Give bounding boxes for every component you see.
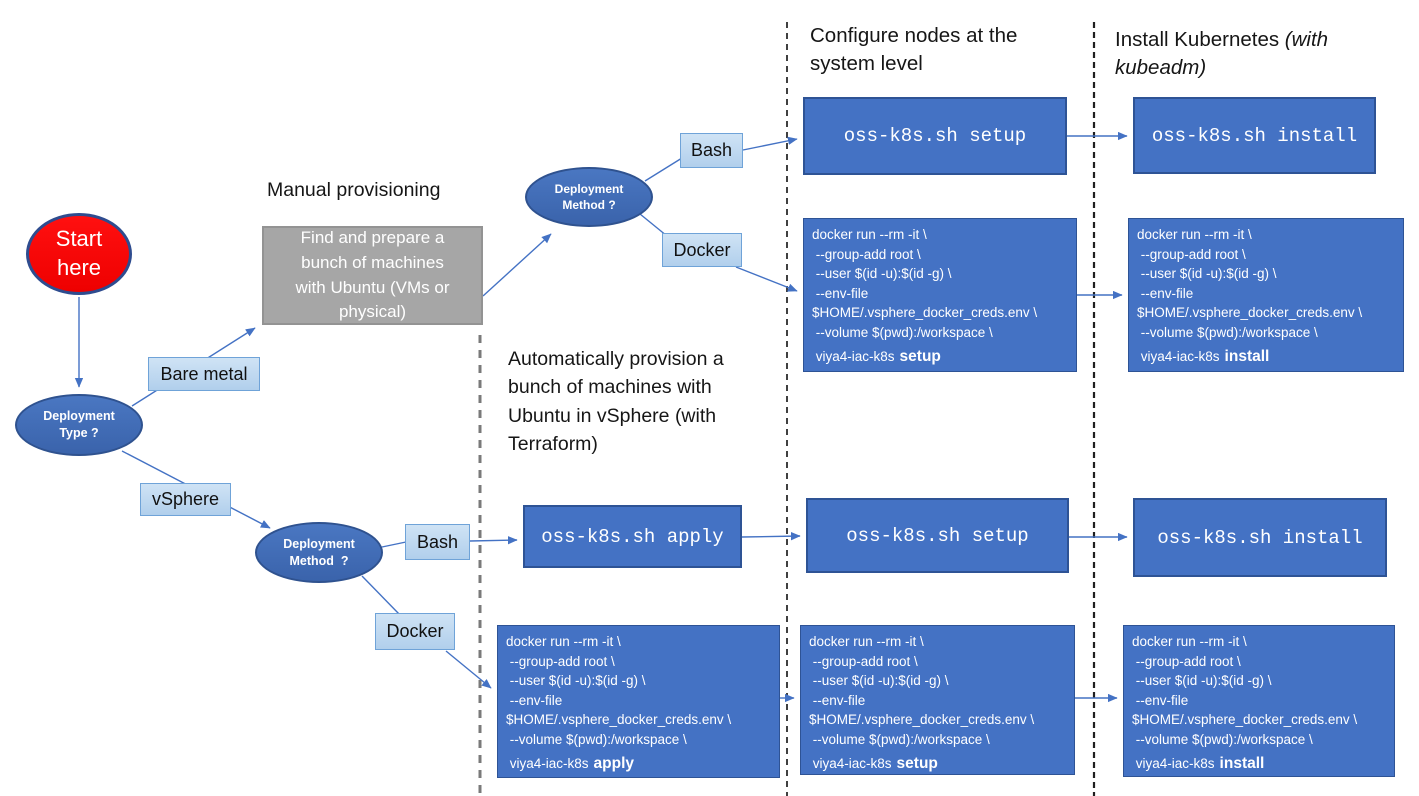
docker-cmd-line: $HOME/.vsphere_docker_creds.env \ bbox=[506, 712, 732, 728]
start-node-line1: Start bbox=[55, 226, 103, 252]
docker-verb: apply bbox=[593, 755, 635, 773]
label-docker-top: Docker bbox=[662, 233, 742, 267]
connector-docker-to-dockerbox-top bbox=[735, 266, 798, 292]
connector-bash-to-apply bbox=[469, 535, 518, 545]
header-install-kubernetes-italic: (with kubeadm) bbox=[1115, 28, 1329, 79]
docker-verb: install bbox=[1219, 755, 1265, 773]
docker-image-name: viya4-iac-k8s bbox=[812, 756, 892, 772]
cmd-setup-top-box: oss-k8s.sh setup bbox=[803, 97, 1067, 175]
docker-cmd-box-install-bottom: docker run --rm -it \ --group-add root \… bbox=[1123, 625, 1395, 777]
deployment-method-top-line1: Deployment bbox=[554, 181, 624, 196]
deployment-type-line2: Type ? bbox=[59, 426, 99, 440]
cmd-setup-bottom-box: oss-k8s.sh setup bbox=[806, 498, 1069, 573]
docker-cmd-line: --volume $(pwd):/workspace \ bbox=[1137, 324, 1318, 340]
cmd-install-bottom-box: oss-k8s.sh install bbox=[1133, 498, 1387, 577]
docker-cmd-box-setup-bottom: docker run --rm -it \ --group-add root \… bbox=[800, 625, 1075, 775]
docker-cmd-line: docker run --rm -it \ bbox=[1132, 634, 1247, 649]
docker-cmd-line: --env-file bbox=[809, 692, 866, 708]
docker-cmd-line: $HOME/.vsphere_docker_creds.env \ bbox=[1132, 712, 1358, 728]
docker-cmd-line: $HOME/.vsphere_docker_creds.env \ bbox=[1137, 305, 1363, 321]
header-configure-nodes: Configure nodes at the system level bbox=[810, 22, 1068, 77]
connector-method-top-to-bash bbox=[644, 157, 683, 182]
connector-apply-to-setup-bottom bbox=[741, 531, 801, 541]
docker-cmd-line: docker run --rm -it \ bbox=[506, 634, 621, 649]
docker-cmd-line: --volume $(pwd):/workspace \ bbox=[812, 324, 993, 340]
docker-cmd-line: docker run --rm -it \ bbox=[812, 227, 927, 242]
label-docker-bottom: Docker bbox=[375, 613, 455, 650]
deployment-method-bottom-line1: Deployment bbox=[283, 536, 355, 551]
deployment-method-top-line2: Method ? bbox=[562, 198, 616, 212]
docker-image-name: viya4-iac-k8s bbox=[509, 756, 589, 772]
docker-cmd-line: --group-add root \ bbox=[1137, 246, 1246, 262]
cmd-apply-box: oss-k8s.sh apply bbox=[523, 505, 742, 568]
docker-cmd-line: --user $(id -u):$(id -g) \ bbox=[1132, 673, 1272, 689]
label-bash-bottom: Bash bbox=[405, 524, 470, 560]
docker-cmd-line: --user $(id -u):$(id -g) \ bbox=[809, 673, 949, 689]
header-install-kubernetes-text: Install Kubernetes bbox=[1115, 28, 1285, 51]
docker-verb: setup bbox=[896, 755, 938, 773]
docker-cmd-line: --volume $(pwd):/workspace \ bbox=[809, 731, 990, 747]
connector-method-bottom-to-bash bbox=[381, 541, 407, 548]
deployment-type-line1: Deployment bbox=[43, 409, 115, 424]
docker-cmd-line: --user $(id -u):$(id -g) \ bbox=[1137, 266, 1277, 282]
find-and-prepare-box: Find and prepare a bunch of machines wit… bbox=[262, 226, 483, 325]
docker-image-name: viya4-iac-k8s bbox=[815, 349, 895, 365]
docker-image-name: viya4-iac-k8s bbox=[1135, 756, 1215, 772]
connector-graybox-to-method-top bbox=[482, 233, 552, 297]
docker-cmd-line: --group-add root \ bbox=[812, 246, 921, 262]
docker-cmd-line: --volume $(pwd):/workspace \ bbox=[506, 731, 687, 747]
start-node-line2: here bbox=[56, 255, 102, 280]
label-bare-metal: Bare metal bbox=[148, 357, 260, 391]
connector-method-bottom-to-docker bbox=[361, 575, 401, 616]
docker-cmd-line: --env-file bbox=[506, 692, 563, 708]
docker-verb: install bbox=[1224, 348, 1270, 366]
deployment-type-node: Deployment Type ? bbox=[15, 394, 143, 456]
docker-cmd-line: --env-file bbox=[812, 285, 869, 301]
docker-verb: setup bbox=[899, 348, 941, 366]
cmd-install-top-box: oss-k8s.sh install bbox=[1133, 97, 1376, 174]
docker-cmd-box-install-top: docker run --rm -it \ --group-add root \… bbox=[1128, 218, 1404, 372]
docker-cmd-line: --group-add root \ bbox=[809, 653, 918, 669]
docker-cmd-line: --volume $(pwd):/workspace \ bbox=[1132, 731, 1313, 747]
docker-cmd-line: docker run --rm -it \ bbox=[809, 634, 924, 649]
header-auto-provision: Automatically provision a bunch of machi… bbox=[508, 348, 724, 455]
docker-cmd-line: --group-add root \ bbox=[506, 653, 615, 669]
start-node: Start here bbox=[26, 213, 132, 295]
docker-cmd-line: --user $(id -u):$(id -g) \ bbox=[812, 266, 952, 282]
connector-method-top-to-docker bbox=[639, 213, 668, 237]
deployment-method-bottom-line2: Method ? bbox=[289, 553, 349, 568]
docker-cmd-box-setup-top: docker run --rm -it \ --group-add root \… bbox=[803, 218, 1077, 372]
deployment-method-bottom-node: Deployment Method ? bbox=[255, 522, 383, 583]
header-install-kubernetes: Install Kubernetes (with kubeadm) bbox=[1115, 26, 1383, 81]
docker-cmd-box-apply-bottom: docker run --rm -it \ --group-add root \… bbox=[497, 625, 780, 778]
docker-cmd-line: docker run --rm -it \ bbox=[1137, 227, 1252, 242]
connector-docker-to-dockerbox-bottom bbox=[445, 650, 492, 689]
docker-cmd-line: --env-file bbox=[1137, 285, 1194, 301]
connector-bash-to-setup-top bbox=[742, 136, 798, 151]
label-vsphere: vSphere bbox=[140, 483, 231, 516]
deployment-method-top-node: Deployment Method ? bbox=[525, 167, 653, 227]
docker-cmd-line: --group-add root \ bbox=[1132, 653, 1241, 669]
docker-image-name: viya4-iac-k8s bbox=[1140, 349, 1220, 365]
header-manual-provisioning: Manual provisioning bbox=[267, 179, 441, 201]
docker-cmd-line: $HOME/.vsphere_docker_creds.env \ bbox=[812, 305, 1038, 321]
docker-cmd-line: --env-file bbox=[1132, 692, 1189, 708]
docker-cmd-line: $HOME/.vsphere_docker_creds.env \ bbox=[809, 712, 1035, 728]
label-bash-top: Bash bbox=[680, 133, 743, 168]
docker-cmd-line: --user $(id -u):$(id -g) \ bbox=[506, 673, 646, 689]
header-configure-nodes-text: Configure nodes at the system level bbox=[810, 24, 1018, 75]
